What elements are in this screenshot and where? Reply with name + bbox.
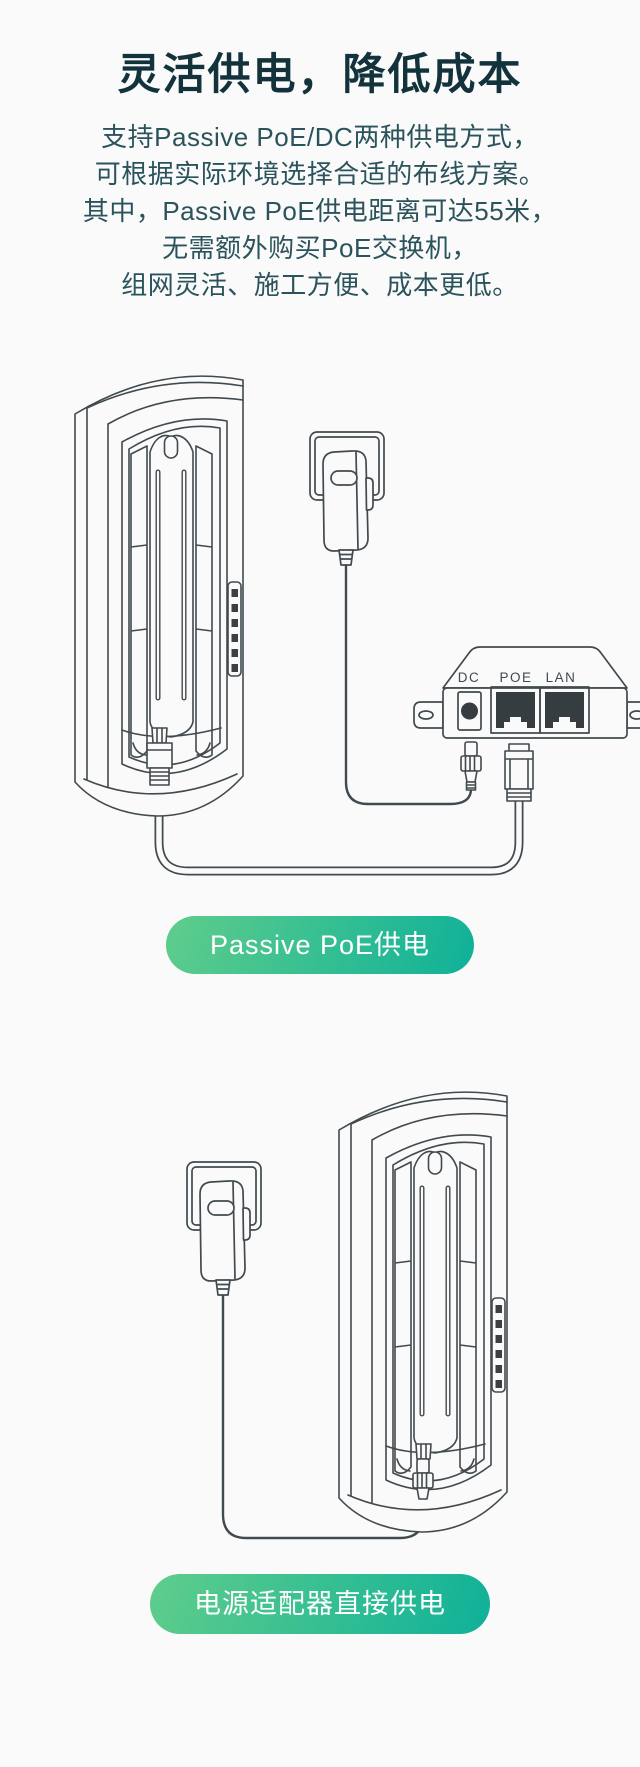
page-title: 灵活供电，降低成本 (117, 51, 523, 99)
lan-port-label: LAN (546, 670, 577, 685)
rj45-plug (504, 743, 534, 802)
poe-injector-illustration: DC POE LAN (413, 646, 640, 739)
dc-jack (457, 691, 482, 731)
lan-port (539, 686, 590, 734)
dc-port-label: DC (458, 670, 481, 685)
power-adapter-illustration (309, 431, 385, 566)
power-adapter-illustration (186, 1161, 262, 1296)
dc-direct-wiring-diagram (186, 1060, 640, 1540)
device-ethernet-connector (146, 742, 173, 786)
caption-badge-passive-poe: Passive PoE供电 (165, 916, 475, 974)
description: 支持Passive PoE/DC两种供电方式， 可根据实际环境选择合适的布线方案… (0, 119, 640, 304)
dc-plug (460, 741, 482, 791)
caption-badge-dc-direct: 电源适配器直接供电 (150, 1574, 490, 1634)
ethernet-cable (154, 782, 524, 876)
passive-poe-wiring-diagram: DC POE LAN (0, 330, 640, 876)
poe-port-label: POE (499, 670, 532, 685)
description-line: 可根据实际环境选择合适的布线方案。 (94, 159, 546, 189)
description-line: 组网灵活、施工方便、成本更低。 (121, 270, 519, 300)
description-line: 其中，Passive PoE供电距离可达55米， (82, 196, 558, 226)
dc-plug (412, 1458, 434, 1500)
description-line: 无需额外购买PoE交换机， (162, 233, 478, 263)
adapter-power-cable (344, 565, 473, 806)
description-line: 支持Passive PoE/DC两种供电方式， (101, 122, 539, 152)
